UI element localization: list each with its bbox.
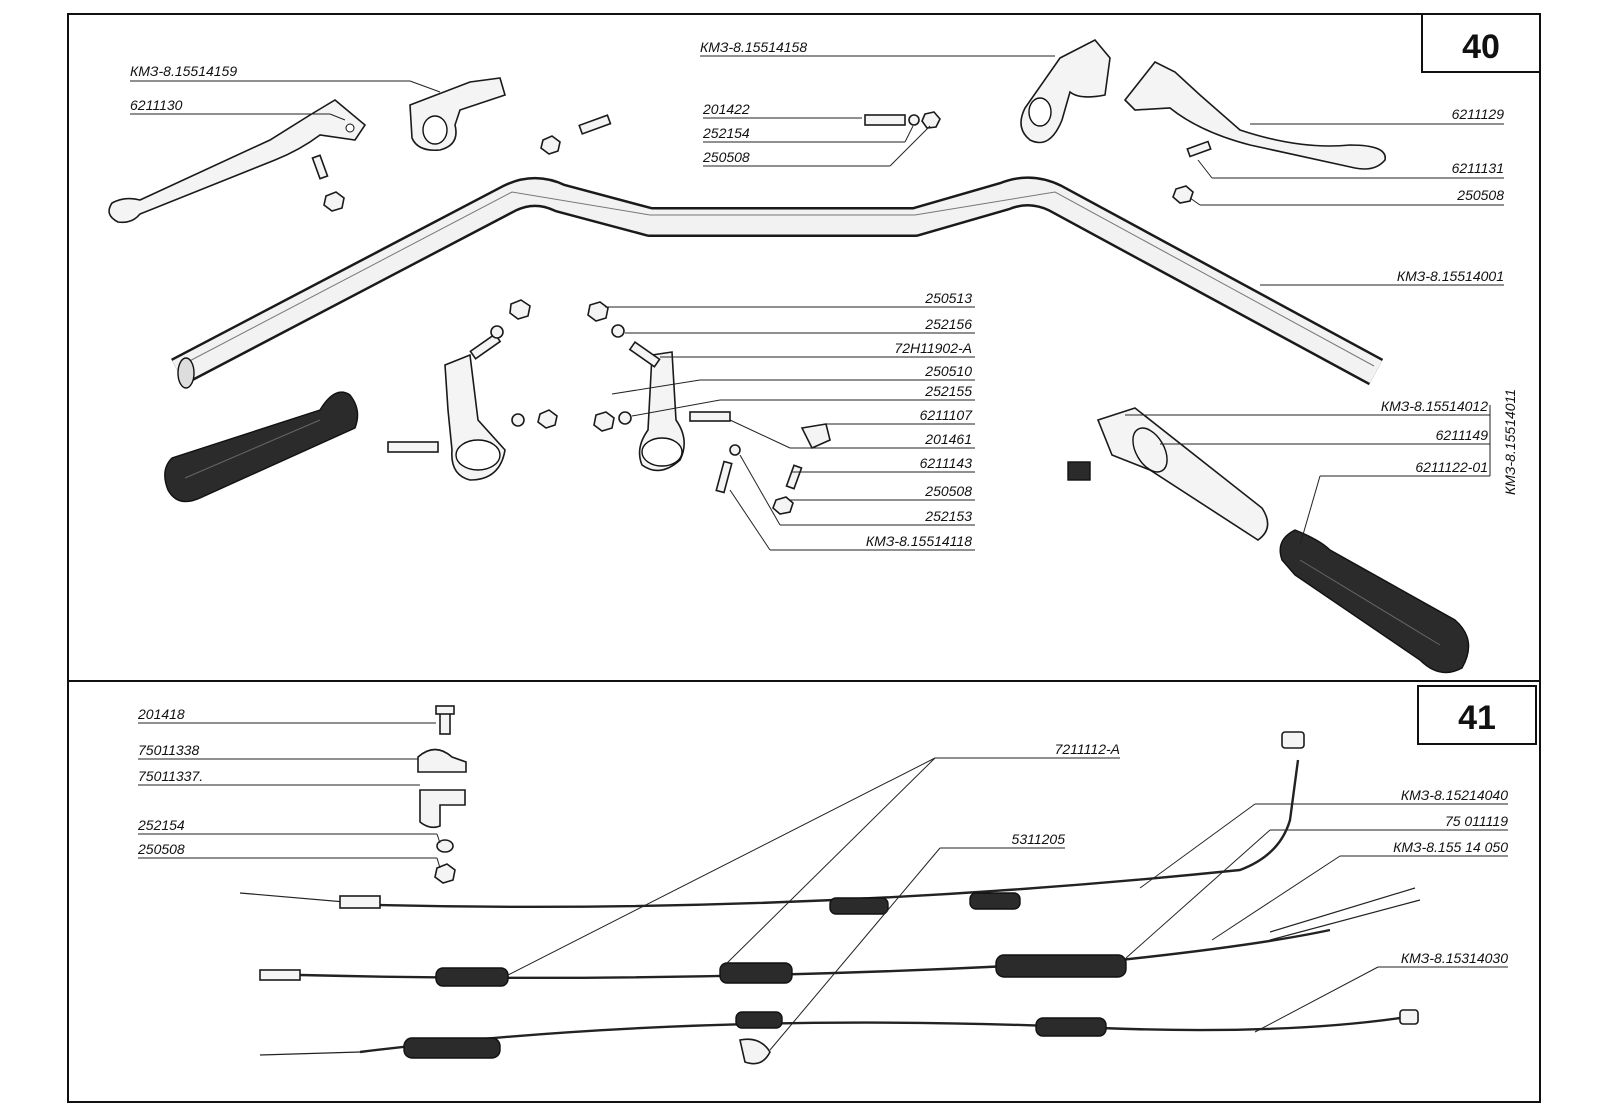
right-clamp	[587, 301, 831, 515]
right-lever	[1123, 60, 1386, 170]
label-252156: 252156	[924, 316, 972, 332]
outer-frame	[67, 13, 1541, 1103]
panel-41-leaders	[138, 722, 1508, 1051]
label-252153: 252153	[924, 508, 972, 524]
label-km3-15514118: КМЗ-8.15514118	[866, 533, 972, 549]
label-252155: 252155	[924, 383, 972, 399]
label-6211122-01: 6211122-01	[1415, 459, 1488, 475]
label-201461: 201461	[924, 431, 972, 447]
right-lever-bolt	[1172, 140, 1212, 204]
label-250508-b: 250508	[137, 841, 185, 857]
handlebar-tube	[171, 176, 1384, 389]
label-km3-15214040: КМЗ-8.15214040	[1401, 787, 1508, 803]
cable-clamp-stack	[417, 705, 467, 884]
cable-km3-15314030	[259, 1009, 1419, 1065]
center-bolt-201422	[864, 111, 941, 129]
label-75011337: 75011337.	[138, 768, 203, 784]
label-6211143: 6211143	[920, 455, 973, 471]
cable-km3-155-14-050	[259, 887, 1421, 987]
label-201418: 201418	[137, 706, 185, 722]
label-km3-15514012: КМЗ-8.15514012	[1381, 398, 1488, 414]
right-bracket	[1020, 38, 1111, 144]
label-6211129: 6211129	[1452, 106, 1505, 122]
label-252154-b: 252154	[137, 817, 185, 833]
label-250508-mid: 250508	[924, 483, 972, 499]
label-km3-15514001: КМЗ-8.15514001	[1397, 268, 1504, 284]
label-6211130: 6211130	[130, 97, 183, 113]
panel-40-leaders	[130, 55, 1504, 551]
panel-41-number-box: 41	[1417, 685, 1537, 745]
center-small-bolt	[540, 114, 612, 155]
left-clamp	[387, 299, 558, 481]
label-252154: 252154	[702, 125, 750, 141]
label-km3-155-14-050: КМЗ-8.155 14 050	[1393, 839, 1508, 855]
label-201422: 201422	[702, 101, 750, 117]
label-6211149: 6211149	[1436, 427, 1489, 443]
label-5311205: 5311205	[1012, 831, 1066, 847]
cable-km3-15214040	[239, 731, 1305, 915]
label-km3-15514158: КМЗ-8.15514158	[700, 39, 807, 55]
label-72h11902-a: 72H11902-A	[894, 340, 972, 356]
panel-41-number: 41	[1458, 699, 1496, 737]
label-km3-15514011: КМЗ-8.15514011	[1502, 389, 1518, 495]
left-lever	[108, 99, 367, 224]
left-bracket	[409, 77, 506, 152]
label-6211107: 6211107	[920, 407, 974, 423]
label-6211131: 6211131	[1452, 160, 1504, 176]
label-km3-15514159: КМЗ-8.15514159	[130, 63, 237, 79]
left-lever-bolt	[311, 154, 345, 212]
label-75-011119: 75 011119	[1445, 813, 1508, 829]
panel-40-number-box: 40	[1421, 13, 1541, 73]
right-grip	[1279, 529, 1470, 674]
label-250508-right: 250508	[1456, 187, 1504, 203]
panel-40-number: 40	[1462, 28, 1500, 66]
label-250513: 250513	[924, 290, 972, 306]
label-250508-top: 250508	[702, 149, 750, 165]
label-km3-15314030: КМЗ-8.15314030	[1401, 950, 1508, 966]
left-grip	[164, 391, 359, 503]
throttle-sleeve	[1067, 407, 1269, 541]
label-7211112-a: 7211112-A	[1055, 741, 1120, 757]
label-250510: 250510	[924, 363, 972, 379]
label-75011338: 75011338	[138, 742, 199, 758]
